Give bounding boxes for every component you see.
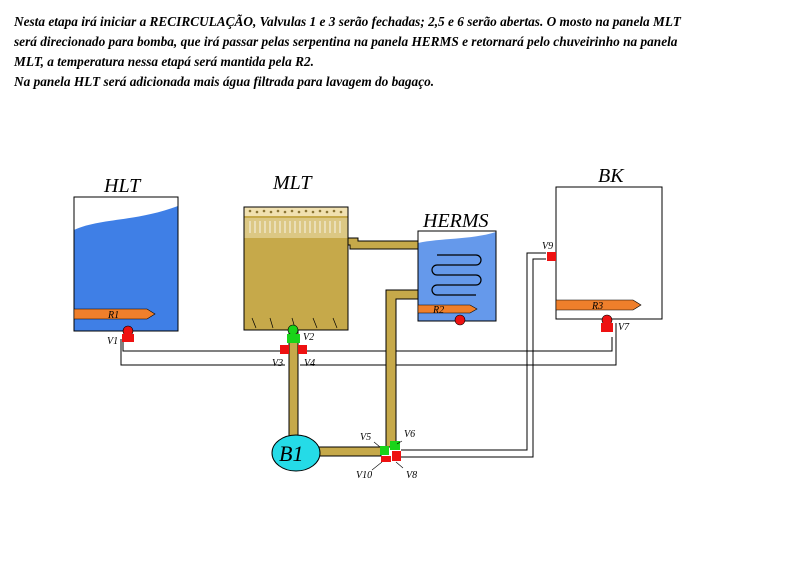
- return-lines: [120, 252, 617, 458]
- valve-v3-label: V3: [272, 358, 283, 369]
- valve-v6[interactable]: [390, 441, 400, 450]
- valves: V1 V2 V3 V4 V5 V6 V10 V8 V7 V9: [107, 241, 630, 481]
- valve-leader-lines: [371, 440, 404, 471]
- heater-r2-label: R2: [432, 305, 444, 316]
- heater-r2: [417, 304, 478, 314]
- mlt-spray-dots: [248, 209, 343, 214]
- valve-v7-label: V7: [618, 322, 630, 333]
- bk-label: BK: [598, 165, 625, 187]
- description-line: será direcionado para bomba, que irá pas…: [14, 34, 678, 49]
- hlt-water: [74, 206, 178, 331]
- valve-v7[interactable]: [601, 314, 613, 332]
- bk-feed-pipe: [401, 252, 546, 451]
- heater-r1: [73, 308, 156, 320]
- valve-v4[interactable]: [298, 345, 307, 354]
- mlt-to-herms-pipe: [347, 237, 419, 250]
- pump-label: B1: [279, 441, 303, 466]
- valve-v10-label: V10: [356, 470, 372, 481]
- mlt-vessel: MLT: [243, 172, 349, 331]
- herms-water: [418, 232, 496, 321]
- bk-outline: [555, 186, 663, 320]
- description-line: Na panela HLT será adicionada mais água …: [14, 74, 435, 89]
- valve-v5-label: V5: [360, 432, 371, 443]
- bk-feed-pipe-inner: [401, 258, 546, 458]
- loop-pipe: [122, 334, 613, 352]
- herms-coil-return-pipe: [385, 289, 419, 448]
- mlt-label: MLT: [272, 172, 313, 194]
- mlt-grain-marks: [249, 221, 341, 233]
- valve-v9[interactable]: [547, 252, 556, 261]
- pump-b1: B1: [271, 434, 321, 472]
- description-text: Nesta etapa irá iniciar a RECIRCULAÇÃO, …: [14, 12, 792, 92]
- valve-v2-label: V2: [303, 332, 314, 343]
- valve-v9-label: V9: [542, 241, 553, 252]
- valve-v8-label: V8: [406, 470, 417, 481]
- heater-r1-label: R1: [107, 310, 119, 321]
- herms-coil: [431, 254, 482, 296]
- description-line: MLT, a temperatura nessa etapá será mant…: [14, 54, 314, 69]
- herms-vessel: HERMS R2: [417, 210, 497, 326]
- valve-v3[interactable]: [280, 345, 289, 354]
- hlt-label: HLT: [103, 175, 142, 197]
- pump-body: [271, 434, 321, 472]
- bk-vessel: BK R3: [555, 165, 663, 320]
- mlt-spray-band: [244, 207, 348, 216]
- valve-v4-label: V4: [304, 358, 315, 369]
- heater-r3-label: R3: [591, 301, 603, 312]
- herms-drain-valve: [454, 314, 466, 326]
- valve-v8[interactable]: [392, 451, 401, 461]
- description-line: Nesta etapa irá iniciar a RECIRCULAÇÃO, …: [14, 14, 681, 29]
- mlt-false-bottom: [251, 317, 338, 329]
- valve-v5[interactable]: [380, 446, 389, 455]
- valve-v1[interactable]: [122, 325, 134, 342]
- valve-v6-label: V6: [404, 429, 415, 440]
- pump-to-herms-pipe: [317, 446, 382, 457]
- wort-pipes: [288, 237, 419, 457]
- recirc-return-pipe: [120, 339, 285, 366]
- heater-r3: [555, 299, 642, 311]
- hlt-vessel: HLT R1: [73, 175, 179, 332]
- valve-v1-label: V1: [107, 336, 118, 347]
- herms-label: HERMS: [422, 210, 489, 232]
- valve-v10[interactable]: [381, 456, 391, 462]
- valve-v2[interactable]: [287, 324, 300, 343]
- recirc-return-pipe-right: [300, 323, 617, 366]
- mlt-outlet-pipe: [288, 329, 299, 441]
